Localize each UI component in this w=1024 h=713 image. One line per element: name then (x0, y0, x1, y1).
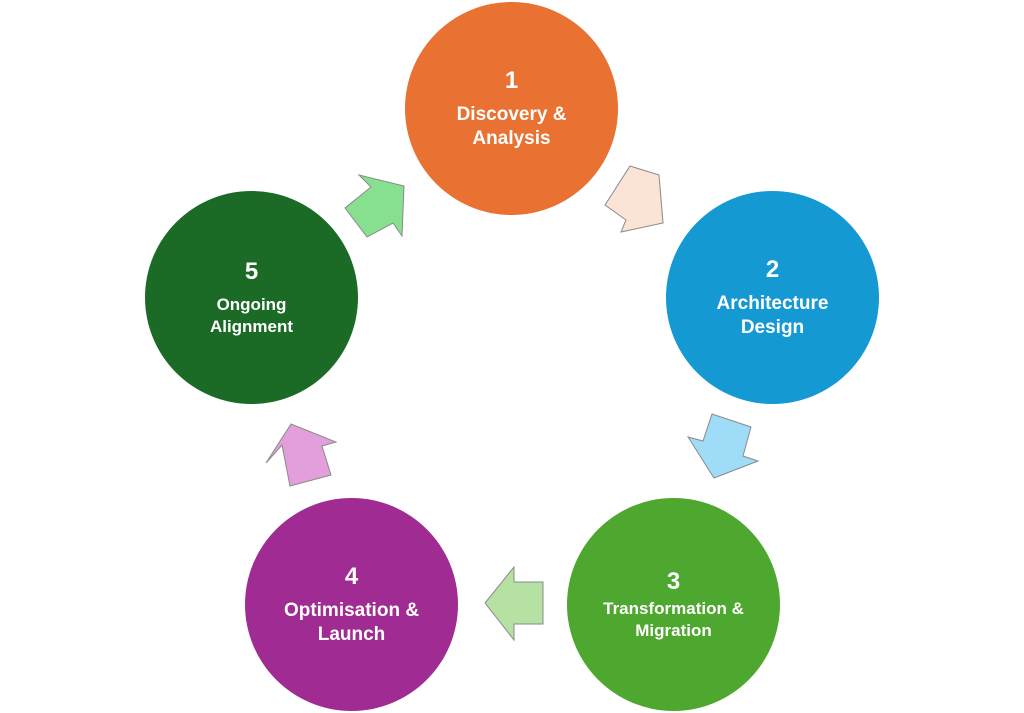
arrow-3-to-4 (484, 565, 544, 642)
step-1-number: 1 (504, 66, 519, 94)
step-4-number: 4 (344, 562, 359, 590)
step-5-circle: 5 Ongoing Alignment (145, 191, 358, 404)
arrow-2-to-3 (686, 413, 760, 479)
step-2-circle: 2 Architecture Design (666, 191, 879, 404)
step-4-circle: 4 Optimisation & Launch (245, 498, 458, 711)
step-5-number: 5 (244, 257, 259, 285)
step-1-label: Discovery & Analysis (456, 103, 567, 149)
step-2-number: 2 (765, 255, 780, 283)
step-3-label: Transformation & Migration (603, 598, 744, 640)
step-2-label: Architecture Design (716, 292, 829, 338)
step-4-label: Optimisation & Launch (283, 599, 420, 645)
arrow-4-to-5 (265, 423, 338, 487)
step-5-label: Ongoing Alignment (209, 294, 294, 336)
arrow-5-to-1 (344, 174, 405, 238)
step-3-circle: 3 Transformation & Migration (567, 498, 780, 711)
step-1-circle: 1 Discovery & Analysis (405, 2, 618, 215)
arrow-1-to-2 (604, 165, 664, 233)
step-3-number: 3 (666, 567, 681, 595)
